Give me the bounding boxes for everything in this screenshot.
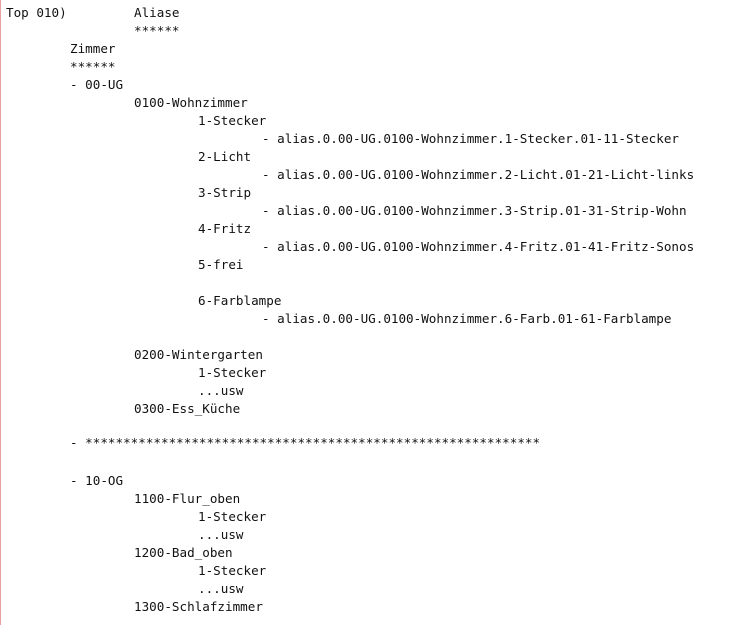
text-line: 0300-Ess_Küche <box>134 401 241 416</box>
text-line: Aliase <box>134 5 180 20</box>
text-line: 1-Stecker <box>198 113 267 128</box>
text-line: ****** <box>70 59 116 74</box>
text-line: - 10-OG <box>70 473 124 488</box>
text-line: 1-Stecker <box>198 509 267 524</box>
text-line: 1-Stecker <box>198 365 267 380</box>
text-line: 1200-Bad_oben <box>134 545 233 560</box>
text-line: 4-Fritz <box>198 221 252 236</box>
separator-line: - **************************************… <box>70 435 541 450</box>
text-line: 3-Strip <box>198 185 252 200</box>
text-line: - alias.0.00-UG.0100-Wohnzimmer.1-Stecke… <box>262 131 680 146</box>
text-line: 0200-Wintergarten <box>134 347 263 362</box>
text-line: - alias.0.00-UG.0100-Wohnzimmer.3-Strip.… <box>262 203 687 218</box>
text-line: 1300-Schlafzimmer <box>134 599 263 614</box>
text-line: 5-frei <box>198 257 244 272</box>
text-line: 6-Farblampe <box>198 293 282 308</box>
text-line: - alias.0.00-UG.0100-Wohnzimmer.6-Farb.0… <box>262 311 672 326</box>
text-line: ****** <box>134 23 180 38</box>
text-line: 1-Stecker <box>198 563 267 578</box>
text-line: 0100-Wohnzimmer <box>134 95 248 110</box>
text-line: Zimmer <box>70 41 116 56</box>
text-line: ...usw <box>198 527 244 542</box>
text-line: Top 010) <box>6 5 67 20</box>
text-line: - alias.0.00-UG.0100-Wohnzimmer.4-Fritz.… <box>262 239 695 254</box>
text-line: 2-Licht <box>198 149 252 164</box>
text-line: - alias.0.00-UG.0100-Wohnzimmer.2-Licht.… <box>262 167 695 182</box>
text-line: 1100-Flur_oben <box>134 491 241 506</box>
text-line: ...usw <box>198 383 244 398</box>
text-line: - 00-UG <box>70 77 124 92</box>
text-line: ...usw <box>198 581 244 596</box>
